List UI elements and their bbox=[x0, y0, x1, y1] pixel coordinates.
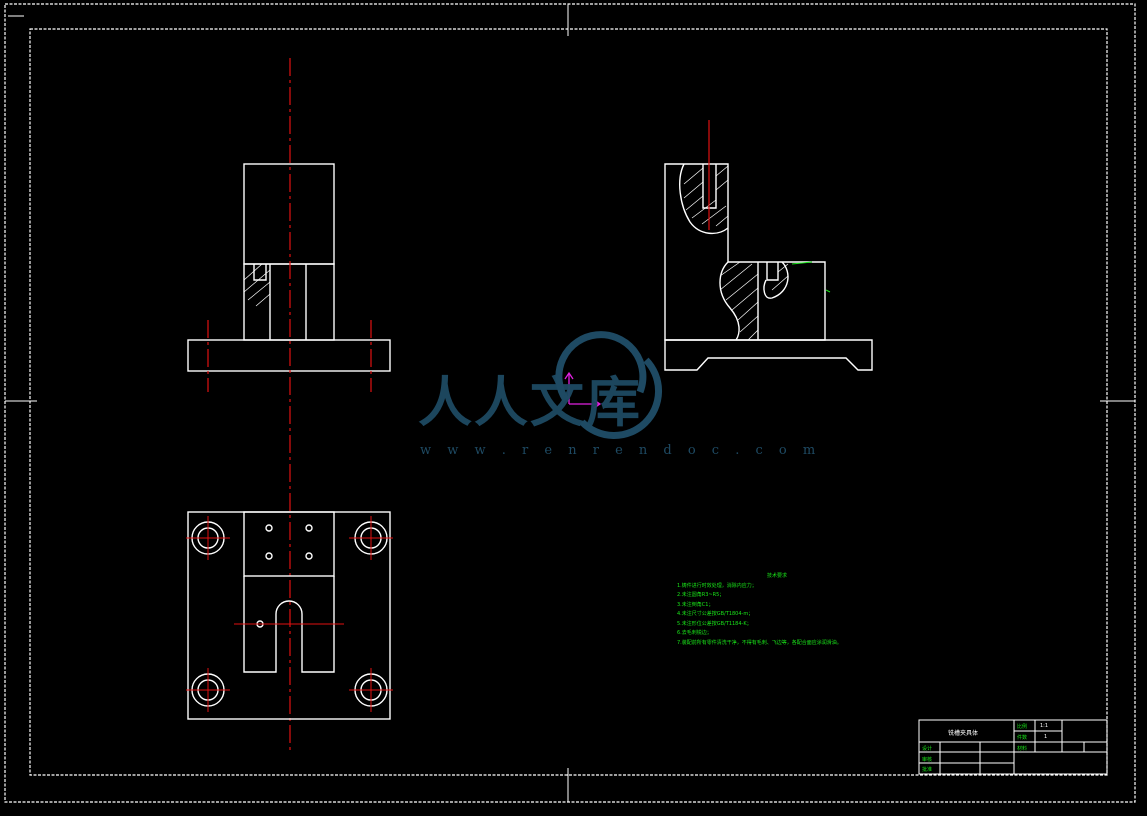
front-view-hatch bbox=[243, 263, 271, 307]
front-view bbox=[187, 163, 391, 372]
watermark-text: 人人文库 bbox=[418, 370, 642, 434]
title-block-approve-label: 批准 bbox=[922, 767, 933, 773]
notes-line: 5.未注形位公差按GB/T1184-K； bbox=[677, 620, 752, 627]
title-block-qty-value: 1 bbox=[1044, 734, 1048, 740]
title-block-qty-label: 件数 bbox=[1017, 735, 1028, 741]
notes-line: 4.未注尺寸公差按GB/T1804-m； bbox=[677, 611, 754, 617]
watermark-swirl bbox=[555, 331, 663, 440]
centering-marks bbox=[5, 4, 1135, 802]
front-centerlines bbox=[207, 58, 372, 750]
title-block-scale-value: 1:1 bbox=[1040, 723, 1049, 729]
top-view bbox=[187, 511, 391, 720]
notes-line: 7.装配前所有零件清洗干净，不得有毛刺、飞边等，各配合面应涂润滑油。 bbox=[677, 639, 842, 646]
cursor-crosshair-icon bbox=[564, 371, 602, 409]
notes-line: 1.铸件进行时效处理，消除内应力； bbox=[677, 582, 757, 589]
title-block-check-label: 审核 bbox=[922, 757, 933, 763]
notes-line: 6.去毛刺锐边； bbox=[677, 630, 712, 636]
title-block-design-label: 设计 bbox=[922, 746, 933, 752]
side-view-hatch bbox=[683, 165, 789, 341]
side-view bbox=[664, 163, 873, 371]
watermark-url: w w w . r e n r e n d o c . c o m bbox=[420, 443, 822, 458]
top-centerlines bbox=[186, 516, 393, 712]
title-block-material-label: 材料 bbox=[1017, 746, 1028, 752]
notes-title: 技术要求 bbox=[767, 573, 788, 579]
sheet-border bbox=[4, 3, 1136, 803]
side-green-mark bbox=[791, 261, 831, 293]
title-block bbox=[918, 719, 1108, 775]
title-block-name: 铣槽夹具体 bbox=[948, 730, 979, 737]
technical-requirements: 技术要求 1.铸件进行时效处理，消除内应力； 2.未注圆角R3~R5； 3.未注… bbox=[677, 572, 842, 648]
title-block-scale-label: 比例 bbox=[1017, 724, 1028, 730]
notes-line: 2.未注圆角R3~R5； bbox=[677, 592, 725, 598]
notes-line: 3.未注倒角C1； bbox=[677, 601, 714, 608]
